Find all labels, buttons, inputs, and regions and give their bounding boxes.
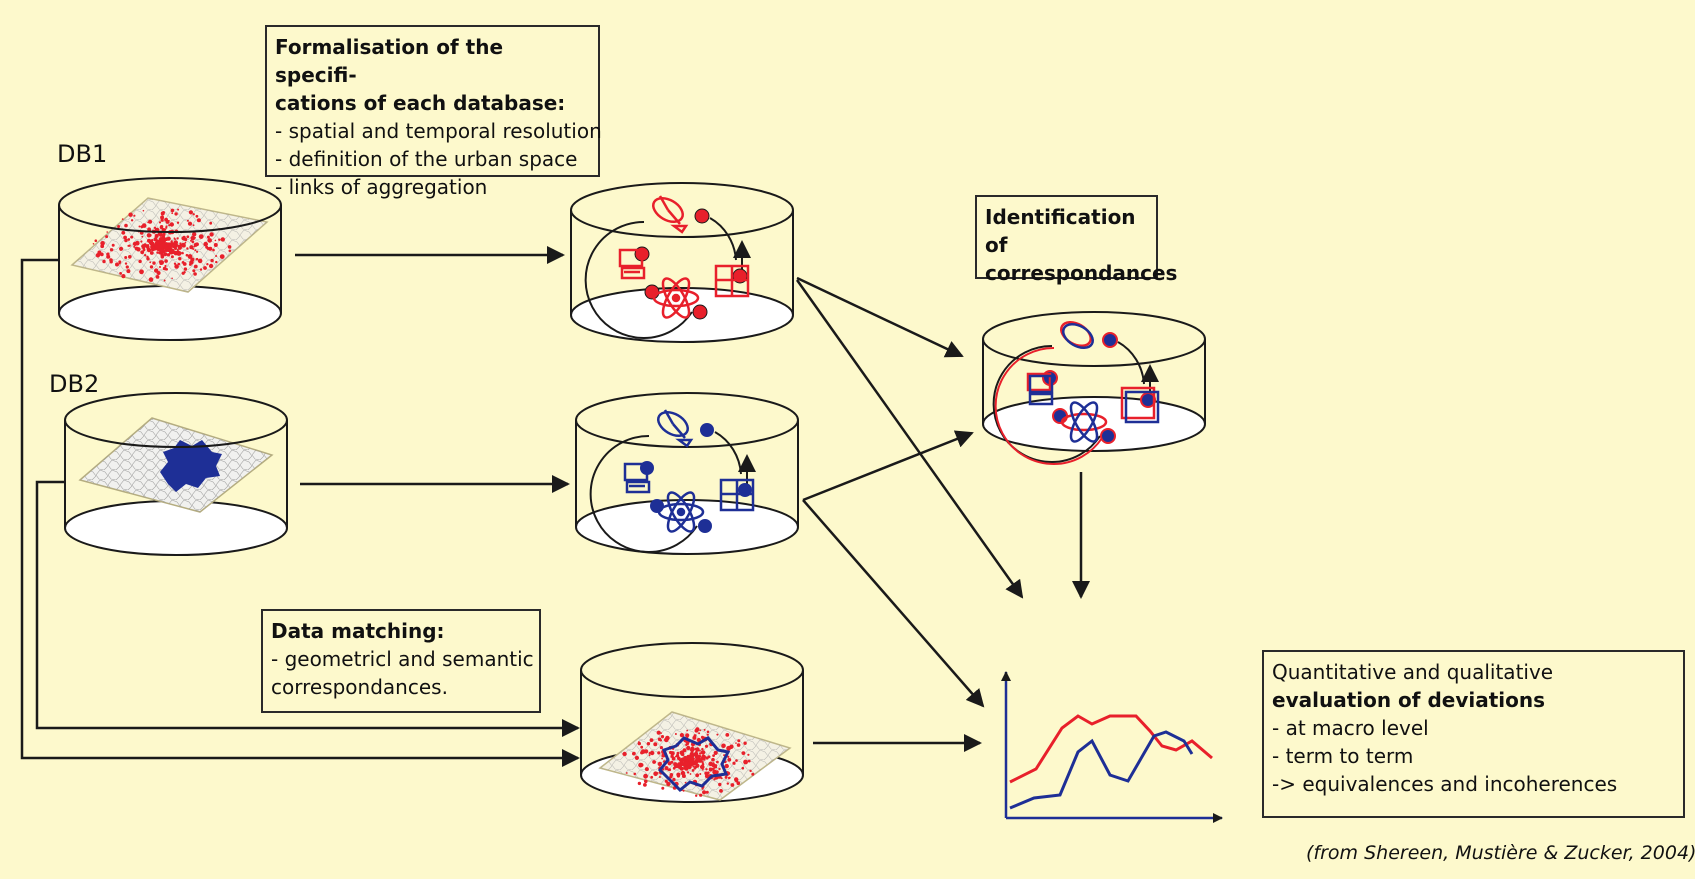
- db1-cylinder-icon: [58, 177, 282, 341]
- matching-box: Data matching: - geometricl and semantic…: [261, 609, 541, 713]
- computer-icon: [1026, 372, 1054, 406]
- db1-label: DB1: [57, 140, 108, 168]
- specification-box: Formalisation of the specifi- cations of…: [265, 25, 602, 199]
- satellite-dish-icon: [1060, 320, 1094, 350]
- db2-cylinder-icon: [64, 392, 288, 556]
- spec-item: - spatial and temporal resolution: [275, 119, 602, 143]
- matching-title: Data matching:: [271, 619, 445, 643]
- source-credit: (from Shereen, Mustière & Zucker, 2004): [1306, 842, 1695, 864]
- db2-label: DB2: [49, 370, 100, 398]
- evaluation-bold: evaluation of deviations: [1272, 688, 1546, 712]
- atom-icon: [657, 491, 705, 533]
- arrow-model2-to-evaluation: [802, 499, 985, 708]
- matched-red-points: [622, 727, 755, 797]
- arrow-model1-to-correspondance: [796, 276, 964, 358]
- db1-model-cylinder-icon: [570, 182, 794, 343]
- identification-box: Identification of correspondances: [975, 195, 1177, 285]
- evaluation-item: - term to term: [1272, 744, 1414, 768]
- spec-item: - definition of the urban space: [275, 147, 578, 171]
- atom-icon: [652, 277, 700, 319]
- line-chart-icon: [1001, 671, 1223, 823]
- building-icon: [714, 264, 750, 298]
- arrow-db2-to-matching: [35, 480, 580, 737]
- db2-schema: [589, 409, 756, 553]
- arrow-db1-to-matching: [20, 258, 580, 767]
- db1-urban-points: [92, 208, 232, 282]
- flow-arrows: [20, 246, 1090, 767]
- db2-urban-area: [160, 440, 222, 492]
- spec-title-line: Formalisation of the specifi-: [275, 35, 504, 87]
- evaluation-intro: Quantitative and qualitative: [1272, 660, 1554, 684]
- merged-schema: [992, 320, 1160, 465]
- building-icon: [1120, 386, 1160, 424]
- computer-icon: [618, 248, 646, 280]
- computer-icon: [623, 462, 651, 494]
- matched-blue-outline: [657, 736, 731, 793]
- matching-cylinder-icon: [580, 642, 804, 803]
- spec-title-line: cations of each database:: [275, 91, 566, 115]
- identification-title-line: correspondances: [985, 261, 1178, 285]
- identification-title-line: Identification of: [985, 205, 1136, 257]
- satellite-dish-icon: [652, 195, 689, 234]
- arrow-model1-to-evaluation: [795, 279, 1024, 599]
- building-icon: [719, 478, 755, 512]
- db2-model-cylinder-icon: [575, 392, 799, 555]
- matching-line: correspondances.: [271, 675, 448, 699]
- evaluation-item: - at macro level: [1272, 716, 1429, 740]
- atom-icon: [1060, 401, 1108, 443]
- evaluation-item: -> equivalences and incoherences: [1272, 772, 1618, 796]
- satellite-dish-icon: [657, 409, 694, 448]
- evaluation-box: Quantitative and qualitative evaluation …: [1262, 650, 1685, 818]
- arrow-model2-to-correspondance: [802, 430, 974, 502]
- spec-item: - links of aggregation: [275, 175, 488, 199]
- correspondance-cylinder-icon: [982, 311, 1206, 465]
- matching-line: - geometricl and semantic: [271, 647, 534, 671]
- db1-schema: [584, 195, 751, 339]
